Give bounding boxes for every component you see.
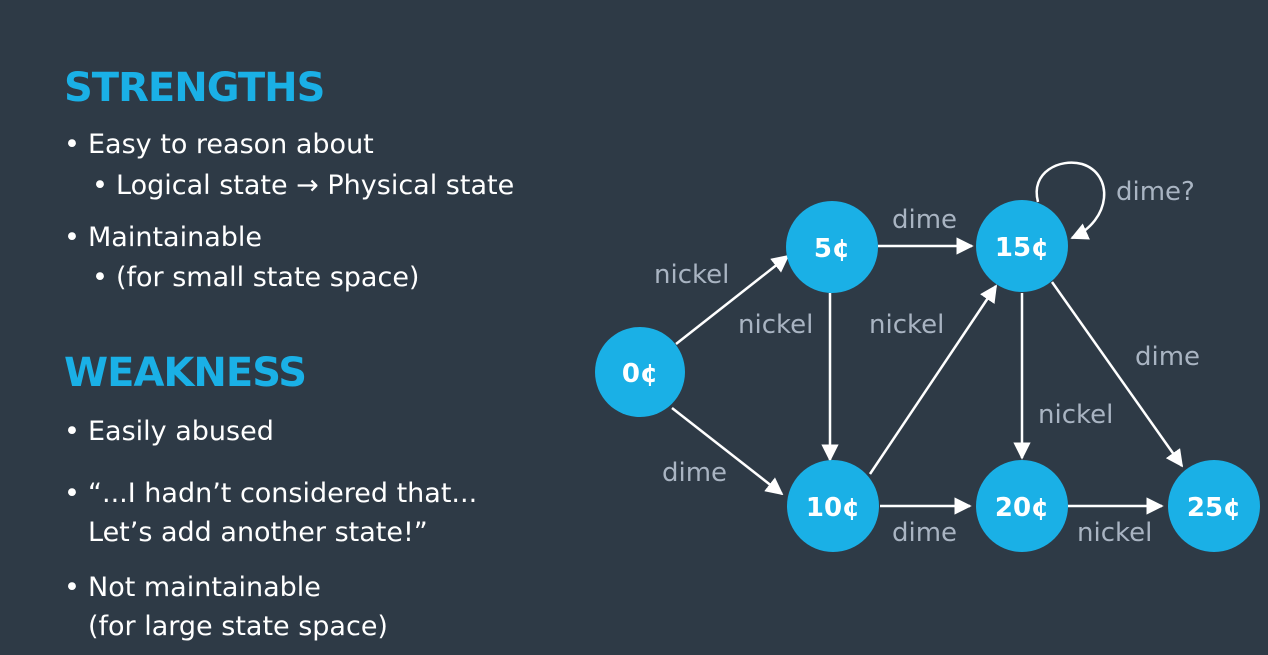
state-label-0: 0¢ <box>622 359 658 389</box>
state-node-15: 15¢ <box>976 200 1068 292</box>
weakness-item-3: •Not maintainable (for large state space… <box>64 572 388 643</box>
edge-label-s0-s10: dime <box>662 458 727 488</box>
strengths-item-2: •Maintainable <box>64 222 262 253</box>
state-node-10: 10¢ <box>787 460 879 552</box>
state-label-10: 10¢ <box>806 493 860 523</box>
edge-label-s10-s15: nickel <box>869 310 944 340</box>
edge-label-s20-s25: nickel <box>1077 518 1152 548</box>
strengths-heading: STRENGTHS <box>64 65 325 111</box>
state-label-20: 20¢ <box>995 493 1049 523</box>
state-label-5: 5¢ <box>814 234 850 264</box>
strengths-item-1: •Easy to reason about <box>64 129 374 160</box>
weakness-heading: WEAKNESS <box>64 350 307 396</box>
edge-label-s5-s15: dime <box>892 205 957 235</box>
strengths-subitem-1: •Logical state → Physical state <box>92 170 515 201</box>
state-node-25: 25¢ <box>1168 460 1260 552</box>
edge-s15-self <box>1035 161 1106 240</box>
edge-s10-s15 <box>868 284 998 475</box>
weakness-item-1: •Easily abused <box>64 416 274 447</box>
edge-s0-s10 <box>671 407 784 496</box>
weakness-item-2: •“...I hadn’t considered that... Let’s a… <box>64 478 478 549</box>
state-node-5: 5¢ <box>786 201 878 293</box>
edge-s15-s25 <box>1050 281 1184 468</box>
strengths-subitem-2: •(for small state space) <box>92 262 420 293</box>
edge-label-s0-s5: nickel <box>654 260 729 290</box>
state-node-20: 20¢ <box>976 460 1068 552</box>
states: 0¢ 5¢ 10¢ 15¢ 20¢ 25¢ <box>595 200 1260 552</box>
state-node-0: 0¢ <box>595 327 685 417</box>
edge-label-s5-s10: nickel <box>738 310 813 340</box>
edge-s0-s5 <box>675 254 790 345</box>
edge-label-s15-self: dime? <box>1116 177 1195 207</box>
edge-label-s10-s20: dime <box>892 518 957 548</box>
state-label-25: 25¢ <box>1187 493 1241 523</box>
edge-label-s15-s25: dime <box>1135 342 1200 372</box>
state-label-15: 15¢ <box>995 233 1049 263</box>
edge-label-s15-s20: nickel <box>1038 400 1113 430</box>
transition-labels: nickel dime dime nickel nickel dime dime… <box>654 177 1200 548</box>
transitions <box>671 161 1184 515</box>
